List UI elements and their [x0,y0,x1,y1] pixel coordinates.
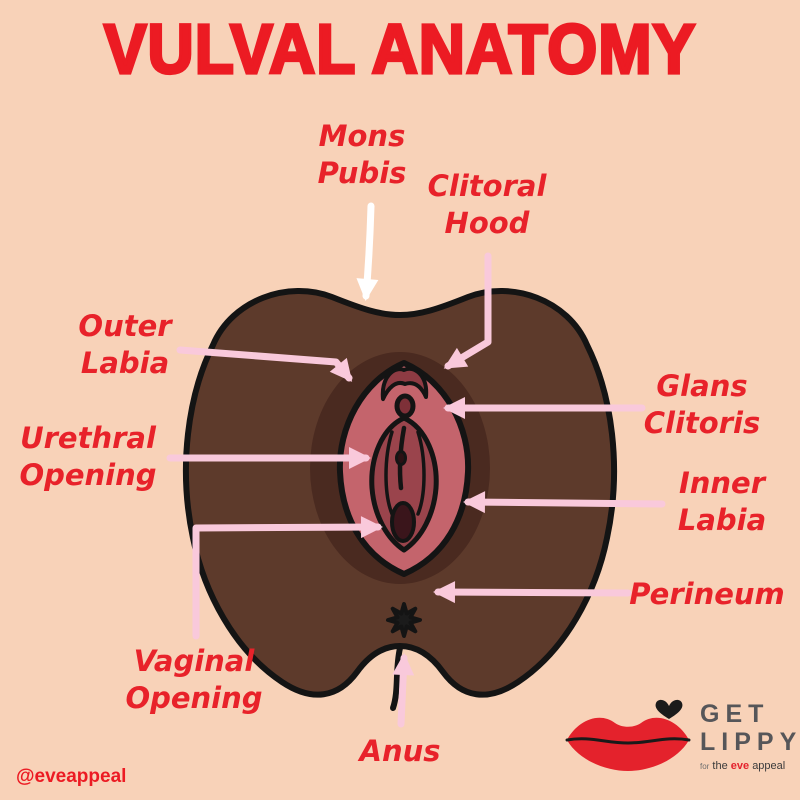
label-outer-labia: Outer Labia [78,309,172,381]
label-urethral-opening: Urethral Opening [19,421,157,493]
social-handle: @eveappeal [16,766,127,787]
label-vaginal-opening: Vaginal Opening [125,644,263,716]
tagline-the: the [712,760,731,772]
tagline-for: for [700,762,710,771]
label-clitoral-hood: Clitoral Hood [427,169,547,241]
get-lippy-logo: GET LIPPY for the eve appeal [700,700,800,772]
arrow-clitoral-hood [443,252,492,370]
logo-tagline: for the eve appeal [700,760,800,772]
arrow-vaginal-opening [192,516,383,640]
vaginal-opening-shape [390,501,416,543]
arrow-outer-labia [176,346,353,382]
label-glans-clitoris: Glans Clitoris [643,369,761,441]
urethral-opening-shape [395,450,407,466]
glans-clitoris-shape [394,393,416,419]
tagline-eve: eve [730,760,753,772]
arrow-perineum [433,581,632,604]
label-mons-pubis: Mons Pubis [317,119,407,191]
lips-mouth-line [565,737,691,745]
clitoral-hood-shape [380,366,429,401]
label-inner-labia: Inner Labia [677,466,767,538]
page-title: VULVAL ANATOMY [102,8,697,89]
arrow-mons-pubis [356,202,379,301]
tagline-appeal: appeal [752,760,786,772]
logo-line-lippy: LIPPY [700,728,800,756]
labia-fold-left [384,430,394,516]
labia-fold-right [416,430,426,516]
logo-line-get: GET [700,700,770,728]
heart-icon [655,699,683,719]
label-perineum: Perineum [629,577,785,611]
arrow-anus [392,653,415,728]
arrow-inner-labia [463,491,666,514]
label-anus: Anus [359,734,441,768]
anus-shape [386,602,422,638]
